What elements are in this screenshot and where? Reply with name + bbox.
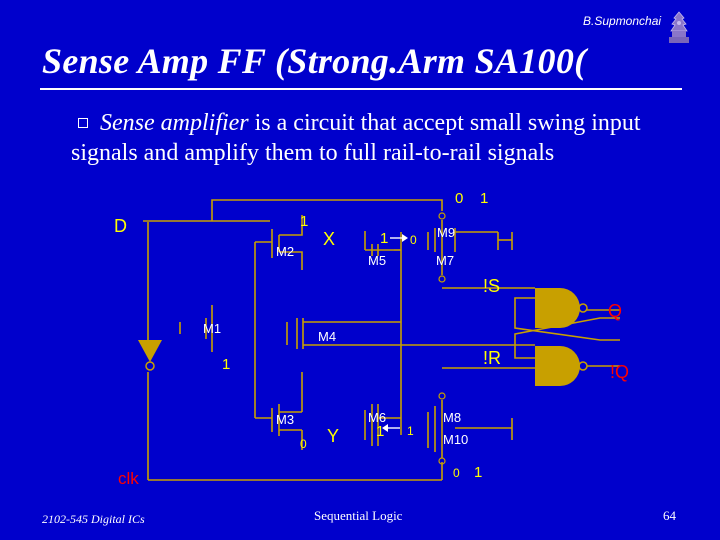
val-y-0: 0 (300, 437, 307, 451)
val-top-1: 1 (480, 190, 488, 207)
bullet-emphasis: Sense amplifier (100, 110, 249, 136)
val-left-1: 1 (222, 356, 230, 373)
node-y-label: Y (327, 426, 339, 446)
m8-label: M8 (443, 410, 461, 425)
m3-label: M3 (276, 412, 294, 427)
m10-label: M10 (443, 432, 468, 447)
output-qbar-label: !Q (610, 362, 629, 382)
m9-label: M9 (437, 225, 455, 240)
m6-label: M6 (368, 410, 386, 425)
m1-label: M1 (203, 321, 221, 336)
author-name: B.Supmonchai (583, 14, 662, 28)
val-y-1b: 1 (407, 424, 414, 438)
page-number: 64 (663, 508, 676, 523)
bullet-text: Sense amplifier is a circuit that accept… (71, 108, 691, 168)
val-x-0: 0 (410, 233, 417, 247)
nand-gate-top-icon (535, 288, 580, 328)
val-bot-1: 1 (474, 464, 482, 481)
nand-gate-bottom-icon (535, 346, 580, 386)
val-bot-0: 0 (453, 466, 460, 480)
node-s-label: !S (483, 276, 500, 296)
university-seal-icon (669, 11, 689, 43)
val-x-1: 1 (380, 230, 388, 247)
lecture-topic: Sequential Logic (314, 508, 403, 523)
val-top-0: 0 (455, 190, 463, 207)
m4-label: M4 (318, 329, 336, 344)
clock-inverter-icon (138, 340, 162, 362)
m5-label: M5 (368, 253, 386, 268)
m7-label: M7 (436, 253, 454, 268)
bullet-square-icon (78, 118, 88, 128)
val-y-1: 1 (376, 423, 384, 440)
slide-title: Sense Amp FF (Strong.Arm SA100( (42, 41, 587, 81)
bullet-body: is a circuit that accept small swing inp… (71, 110, 641, 166)
output-q-label: Q (608, 301, 622, 321)
node-r-label: !R (483, 348, 501, 368)
m2-label: M2 (276, 244, 294, 259)
input-d-label: D (114, 216, 127, 236)
val-d-1: 1 (300, 213, 308, 230)
node-x-label: X (323, 229, 335, 249)
title-divider (40, 88, 682, 90)
course-code: 2102-545 Digital ICs (42, 512, 145, 526)
clk-label: clk (118, 469, 139, 488)
